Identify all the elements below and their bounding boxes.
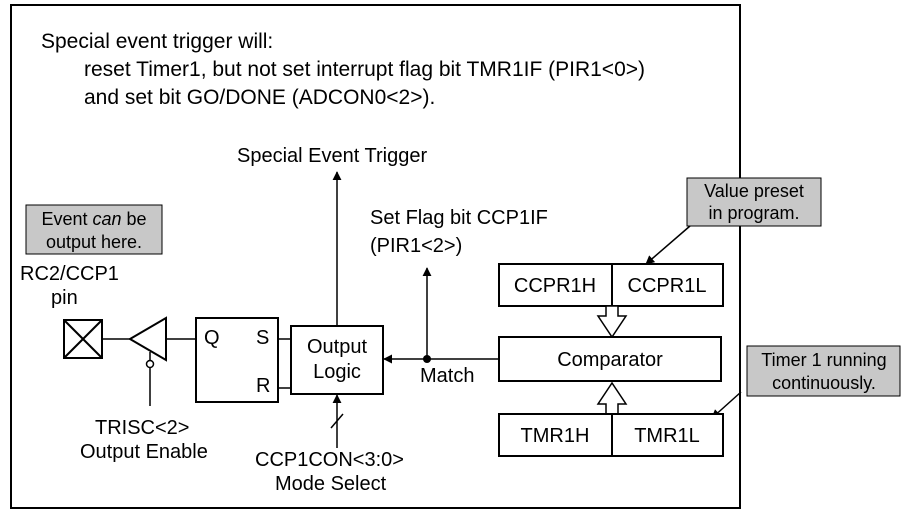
event-callout-line-2: output here.: [46, 232, 142, 252]
latch-q-label: Q: [204, 327, 220, 349]
ccpr1-register: CCPR1H CCPR1L: [498, 263, 724, 307]
value-preset-pointer-arrow: [645, 225, 691, 265]
timer-running-line-1: Timer 1 running: [761, 350, 886, 370]
value-preset-callout: Value preset in program.: [686, 177, 822, 227]
ccpr1l-label: CCPR1L: [628, 275, 707, 297]
value-preset-line-1: Value preset: [704, 181, 804, 201]
event-callout-prefix: Event: [41, 209, 92, 229]
tmr1-to-comparator-arrow: [596, 381, 628, 415]
special-event-trigger-label: Special Event Trigger: [237, 145, 427, 167]
event-callout-suffix: be: [122, 209, 147, 229]
pin-label-line-1: RC2/CCP1: [20, 263, 119, 285]
mode-label-line-2: Mode Select: [275, 473, 387, 495]
ccp1-pin-symbol: [63, 319, 103, 359]
output-logic-block: Output Logic: [290, 325, 384, 395]
ccpr1h-label: CCPR1H: [514, 275, 596, 297]
sr-latch: Q S R: [195, 317, 279, 403]
diagram-frame: [10, 4, 741, 509]
header-line-2: reset Timer1, but not set interrupt flag…: [84, 58, 645, 81]
mode-select-bus-slash: [330, 413, 344, 429]
event-callout-emphasis: can: [92, 209, 121, 229]
comparator-label: Comparator: [557, 349, 663, 371]
set-flag-label-line-1: Set Flag bit CCP1IF: [370, 207, 548, 229]
latch-r-label: R: [256, 375, 270, 397]
trisc-label-line-1: TRISC<2>: [95, 417, 189, 439]
timer-running-line-2: continuously.: [772, 373, 876, 393]
header-line-3: and set bit GO/DONE (ADCON0<2>).: [84, 86, 435, 109]
pin-label-line-2: pin: [51, 287, 78, 309]
svg-text:Event can be: Event can be: [41, 209, 146, 229]
event-output-callout: Event can be output here.: [25, 204, 163, 255]
output-logic-line-1: Output: [307, 336, 367, 358]
tmr1-register: TMR1H TMR1L: [498, 413, 724, 457]
match-label: Match: [420, 365, 474, 387]
header-line-1: Special event trigger will:: [41, 30, 273, 53]
latch-s-label: S: [256, 327, 269, 349]
set-flag-label-line-2: (PIR1<2>): [370, 235, 462, 257]
tmr1h-label: TMR1H: [521, 425, 590, 447]
mode-label-line-1: CCP1CON<3:0>: [255, 449, 404, 471]
tmr1l-label: TMR1L: [634, 425, 700, 447]
comparator-block: Comparator: [498, 336, 722, 382]
output-buffer-symbol: [128, 316, 196, 406]
timer-running-callout: Timer 1 running continuously.: [746, 345, 901, 397]
trisc-label-line-2: Output Enable: [80, 441, 208, 463]
output-logic-line-2: Logic: [313, 361, 361, 383]
ccpr1-to-comparator-arrow: [596, 305, 628, 339]
value-preset-line-2: in program.: [708, 203, 799, 223]
